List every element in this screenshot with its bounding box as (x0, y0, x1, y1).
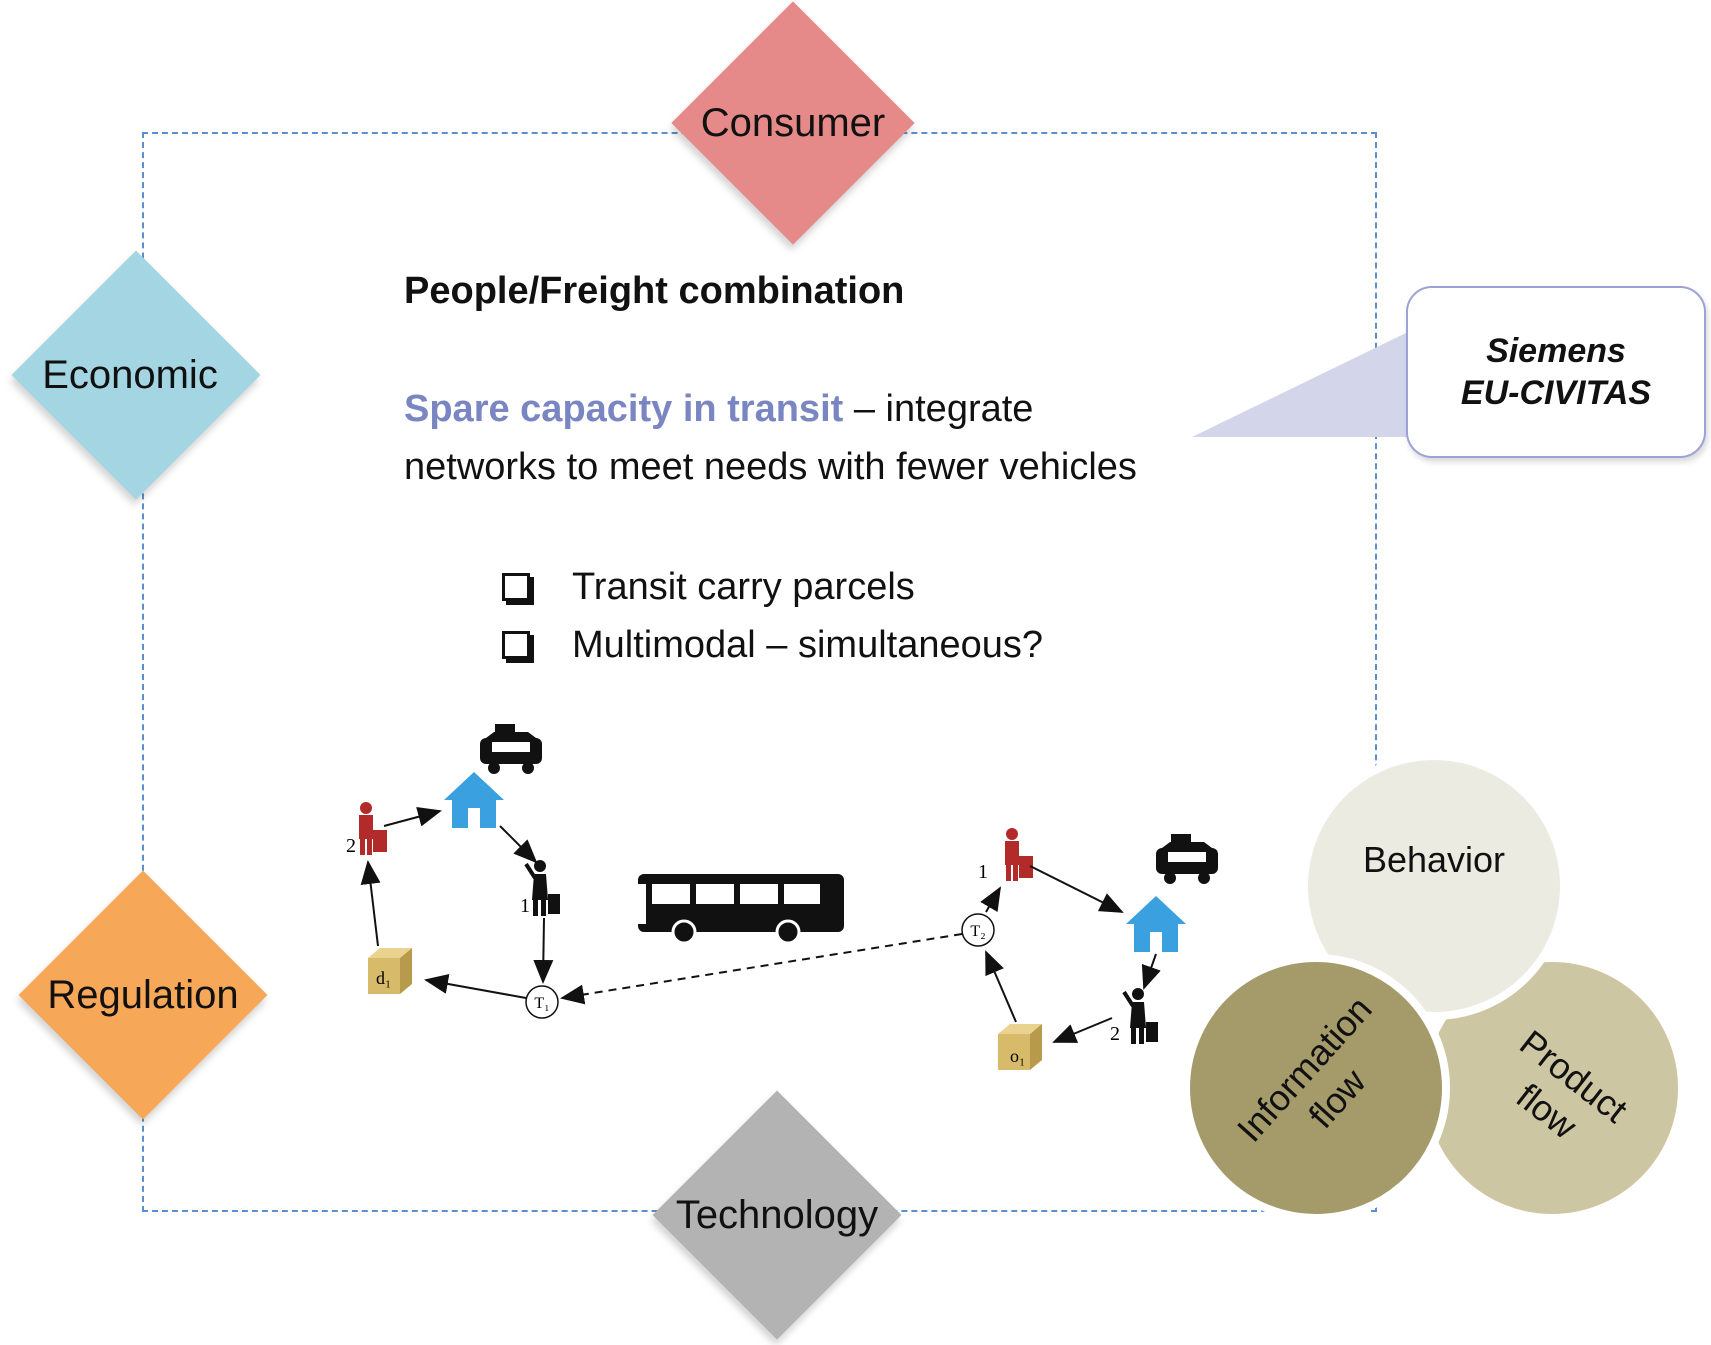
siemens-callout: Siemens EU-CIVITAS (1406, 286, 1706, 458)
right-network: 1 2 T₂ o₁ (961, 828, 1218, 1070)
technology-diamond: Technology (642, 1090, 912, 1340)
left-hub-node (525, 985, 559, 1019)
economic-diamond: Economic (0, 250, 272, 500)
right-person-number: 1 (978, 861, 988, 883)
highlight-text: Spare capacity in transit (404, 388, 844, 430)
right-hub-node (961, 913, 995, 947)
parcel-icon (998, 1024, 1042, 1070)
checkbox-icon (502, 573, 530, 601)
behavior-circle (1300, 752, 1568, 1020)
hailing-person-icon (1122, 988, 1158, 1044)
technology-label: Technology (675, 1192, 879, 1237)
house-icon (1126, 896, 1186, 952)
left-hub-label: T₁ (534, 995, 549, 1012)
description-paragraph: Spare capacity in transit – integrate ne… (404, 380, 1164, 496)
taxi-icon (1156, 834, 1218, 884)
list-item: Transit carry parcels (502, 558, 1043, 616)
person-luggage-icon (1005, 828, 1033, 881)
list-item: Multimodal – simultaneous? (502, 616, 1043, 674)
behavior-label: Behavior (1362, 839, 1506, 880)
bullet-list: Transit carry parcels Multimodal – simul… (502, 558, 1043, 674)
callout-pointer (1192, 332, 1408, 437)
right-parcel-label: o₁ (1010, 1046, 1025, 1066)
taxi-icon (480, 724, 542, 774)
venn-diagram (1182, 752, 1686, 1222)
left-parcel-label: d₁ (376, 968, 391, 988)
information-flow-circle (1182, 954, 1450, 1222)
left-walker-number: 1 (520, 895, 530, 917)
right-hub-label: T₂ (970, 923, 985, 940)
callout-line-1: Siemens (1486, 332, 1626, 370)
regulation-label: Regulation (47, 972, 239, 1017)
consumer-label: Consumer (700, 100, 886, 145)
hailing-person-icon (524, 860, 560, 916)
description-text: – integrate networks to meet needs with … (404, 388, 1137, 488)
economic-label: Economic (42, 352, 218, 397)
bus-icon (638, 874, 844, 945)
bullet-text: Multimodal – simultaneous? (572, 624, 1044, 666)
left-network: 2 1 T₁ d₁ (346, 724, 560, 1019)
left-person-number: 2 (346, 835, 356, 857)
regulation-diamond: Regulation (6, 870, 280, 1120)
checkbox-icon (502, 631, 530, 659)
right-walker-number: 2 (1110, 1023, 1120, 1045)
person-luggage-icon (359, 802, 387, 855)
parcel-icon (368, 948, 412, 994)
bullet-text: Transit carry parcels (572, 566, 915, 608)
callout-line-2: EU-CIVITAS (1460, 374, 1652, 412)
house-icon (444, 772, 504, 828)
consumer-diamond: Consumer (660, 0, 926, 246)
transit-link (560, 920, 986, 1005)
section-heading: People/Freight combination (404, 270, 905, 312)
